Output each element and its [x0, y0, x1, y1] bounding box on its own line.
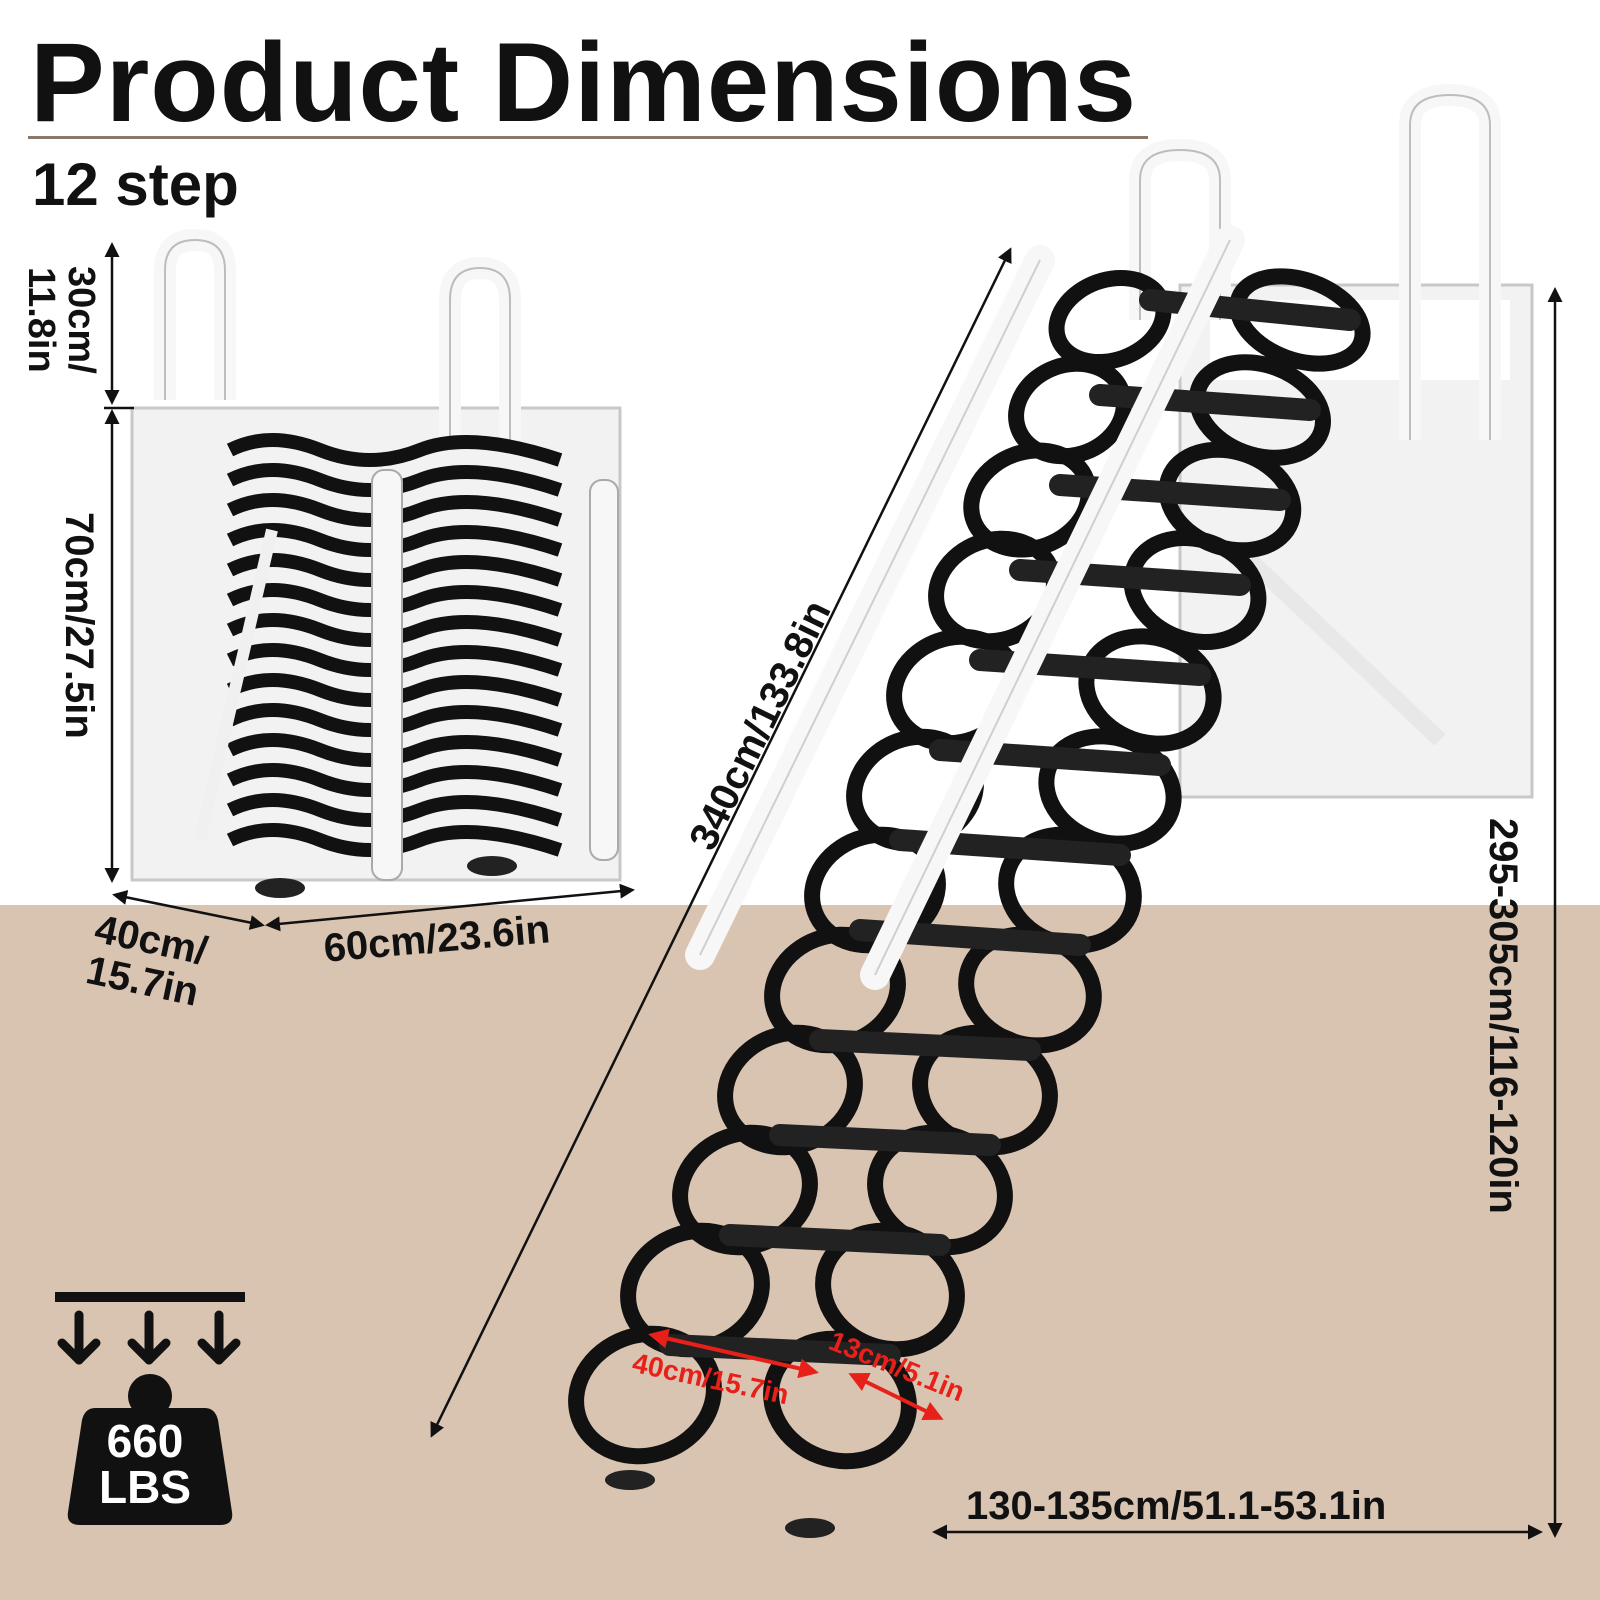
- folded-body-height-label: 70cm/27.5in: [57, 512, 101, 739]
- dimension-lines: [104, 242, 1563, 1540]
- page-title: Product Dimensions: [30, 20, 1138, 145]
- weight-value: 660: [106, 1415, 184, 1467]
- folded-ladder: [130, 228, 622, 898]
- step-count-label: 12 step: [32, 151, 239, 218]
- floor-depth-label: 130-135cm/51.1-53.1in: [966, 1484, 1387, 1528]
- weight-unit: LBS: [99, 1461, 191, 1513]
- title-divider: [28, 136, 1148, 139]
- extended-height-label: 295-305cm/116-120in: [1481, 818, 1525, 1214]
- weight-capacity-text: 660 LBS: [70, 1418, 220, 1510]
- folded-top-height-label: 30cm/ 11.8in: [20, 266, 102, 374]
- step-dimension-lines: [648, 1328, 944, 1420]
- weight-capacity-icon: [55, 1292, 245, 1525]
